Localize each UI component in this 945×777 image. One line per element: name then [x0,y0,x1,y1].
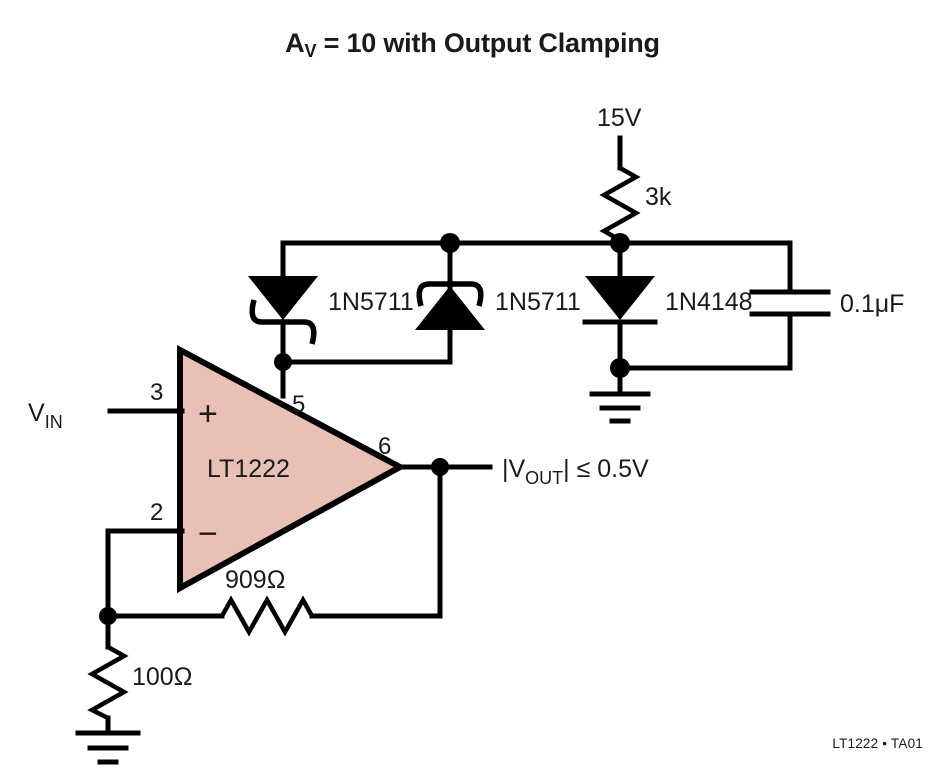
clamp-rail [280,233,793,253]
title-subscript: V [304,41,317,62]
pin2-feedback-wire [105,528,185,619]
ground-symbol-input [75,730,141,765]
cap-bottom-lead [617,313,793,371]
resistor-zigzag-100 [87,645,129,721]
pin-label-5: 5 [292,391,305,418]
vout-label: |VOUT| ≤ 0.5V [502,455,649,488]
opamp-triangle [177,345,407,594]
opamp-part-label: LT1222 [207,455,290,483]
ground-symbol-bias [589,365,651,424]
d2-schottky-cathode-bar [416,281,484,307]
pin-label-6: 6 [378,433,391,460]
supply-15v-label: 15V [597,104,642,132]
resistor-3k-label: 3k [645,183,672,211]
d2-anode-triangle [415,286,485,330]
inverting-input-net: 2 [105,499,185,619]
resistor-909-label: 909Ω [225,566,285,594]
diode-1N5711-left: 1N5711 [248,240,414,371]
diode-1N5711-right: 1N5711 [280,240,581,365]
resistor-zigzag-3k [599,166,641,242]
input-net: 3 [107,379,185,414]
resistor-zigzag-909 [220,595,314,637]
pin-label-2: 2 [150,499,163,526]
opamp-LT1222: LT1222 + − [177,345,407,594]
d3-anode-triangle [585,276,655,320]
figure-caption: LT1222 • TA01 [832,736,923,751]
opamp-minus-symbol: − [198,515,218,553]
vin-label: VIN [28,399,63,432]
page-title: AV = 10 with Output Clamping [0,28,945,62]
gain-resistor-100: 100Ω [75,613,192,765]
title-suffix: = 10 with Output Clamping [316,28,660,58]
capacitor-label: 0.1μF [840,290,904,318]
pin-label-3: 3 [150,379,163,406]
resistor-100-label: 100Ω [132,663,192,691]
bias-supply-net: 15V 3k [597,104,672,242]
capacitor-0p1uF: 0.1μF [617,240,904,371]
opamp-plus-symbol: + [198,395,218,433]
d1-anode-triangle [248,276,318,320]
feedback-resistor-909: 909Ω [99,464,443,637]
diode-1N5711-right-label: 1N5711 [495,288,581,316]
title-prefix: A [285,28,305,58]
diode-1N5711-left-label: 1N5711 [328,288,414,316]
diode-1N4148: 1N4148 [582,240,753,424]
diode-1N4148-label: 1N4148 [665,288,753,316]
